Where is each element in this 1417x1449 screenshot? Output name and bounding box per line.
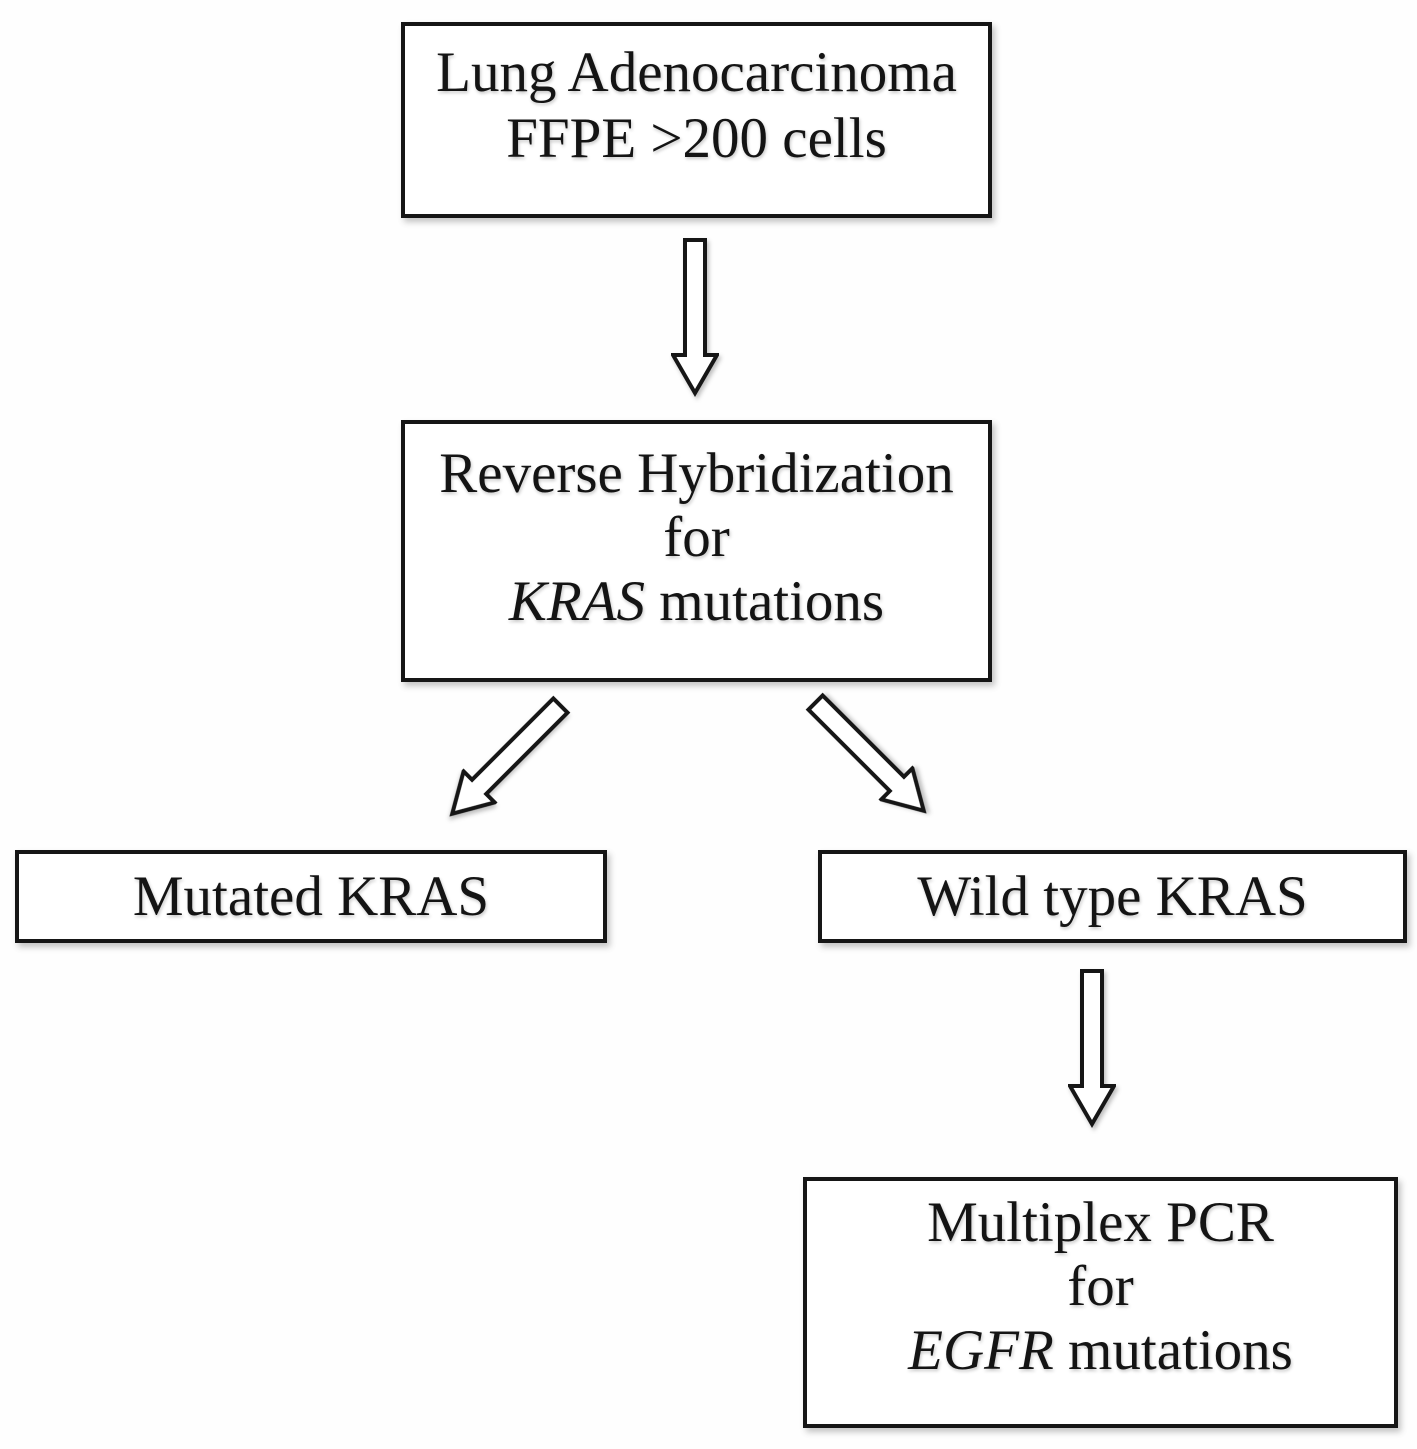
node-pcr-line2: for [1067, 1255, 1134, 1318]
node-reverse-hybridization: Reverse Hybridization for KRAS mutations [401, 420, 992, 682]
node-hybridization-line1: Reverse Hybridization [439, 442, 954, 505]
node-wild-type-kras-label: Wild type KRAS [917, 864, 1308, 928]
down-arrow-icon [1068, 968, 1116, 1128]
node-multiplex-pcr: Multiplex PCR for EGFR mutations [803, 1177, 1398, 1428]
egfr-gene-label: EGFR [908, 1319, 1054, 1382]
node-lung-adenocarcinoma: Lung Adenocarcinoma FFPE >200 cells [401, 22, 992, 218]
node-wild-type-kras: Wild type KRAS [818, 850, 1407, 943]
node-lung-line1: Lung Adenocarcinoma [436, 41, 957, 104]
node-pcr-line1: Multiplex PCR [927, 1191, 1274, 1254]
kras-gene-label: KRAS [508, 570, 646, 633]
down-arrow-icon [671, 237, 719, 397]
node-hybridization-line2: for [663, 506, 730, 569]
down-left-arrow-icon [432, 686, 579, 833]
node-mutated-kras-label: Mutated KRAS [132, 864, 490, 928]
kras-mutations-label: mutations [645, 570, 885, 633]
egfr-mutations-label: mutations [1053, 1319, 1293, 1382]
node-pcr-line3: EGFR mutations [807, 1319, 1394, 1383]
node-hybridization-line3: KRAS mutations [405, 570, 988, 634]
node-lung-line2: FFPE >200 cells [506, 107, 887, 170]
node-mutated-kras: Mutated KRAS [15, 850, 607, 943]
down-right-arrow-icon [796, 683, 943, 830]
